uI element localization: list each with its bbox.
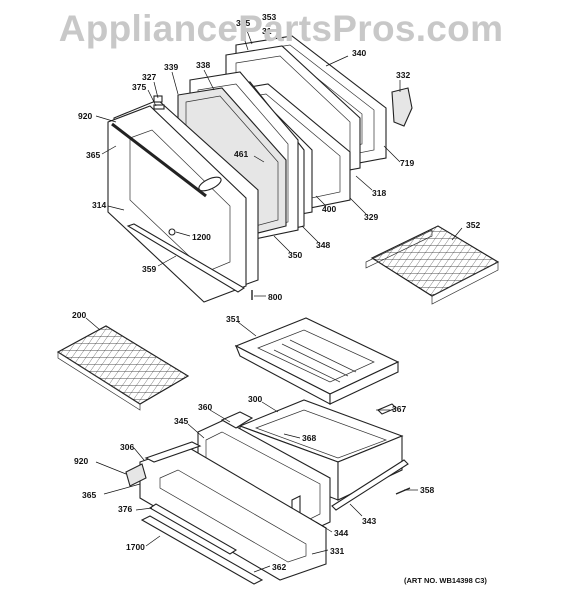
callout-350: 350 xyxy=(288,250,302,260)
callout-719: 719 xyxy=(400,158,414,168)
callout-200: 200 xyxy=(72,310,86,320)
oven-rack-200 xyxy=(56,325,190,411)
callout-348: 348 xyxy=(316,240,330,250)
callout-338: 338 xyxy=(196,60,210,70)
callout-318: 318 xyxy=(372,188,386,198)
callout-315: 315 xyxy=(236,18,250,28)
callout-314: 314 xyxy=(92,200,106,210)
callout-376: 376 xyxy=(118,504,132,514)
callout-331: 331 xyxy=(330,546,344,556)
callout-461: 461 xyxy=(234,149,248,159)
callout-labels: 315 353 31 340 332 339 338 327 375 920 3… xyxy=(72,12,487,585)
callout-306: 306 xyxy=(120,442,134,452)
callout-340: 340 xyxy=(352,48,366,58)
callout-365-drawer: 365 xyxy=(82,490,96,500)
callout-345: 345 xyxy=(174,416,188,426)
callout-1700: 1700 xyxy=(126,542,145,552)
oven-door-front-panel xyxy=(107,99,259,303)
callout-920-door: 920 xyxy=(78,111,92,121)
oven-rack-352 xyxy=(365,225,500,305)
callout-339: 339 xyxy=(164,62,178,72)
callout-400: 400 xyxy=(322,204,336,214)
art-number: (ART NO. WB14398 C3) xyxy=(404,576,487,585)
callout-367: 367 xyxy=(392,404,406,414)
callout-300: 300 xyxy=(248,394,262,404)
callout-329: 329 xyxy=(364,212,378,222)
leader-lines xyxy=(85,27,463,573)
door-small-parts xyxy=(126,87,413,300)
callout-332: 332 xyxy=(396,70,410,80)
callout-353: 353 xyxy=(262,12,276,22)
callout-344: 344 xyxy=(334,528,348,538)
callout-800: 800 xyxy=(268,292,282,302)
callout-920-drawer: 920 xyxy=(74,456,88,466)
drawer-front-331 xyxy=(125,441,327,581)
callout-359: 359 xyxy=(142,264,156,274)
callout-327: 327 xyxy=(142,72,156,82)
callout-362: 362 xyxy=(272,562,286,572)
callout-31: 31 xyxy=(262,26,272,36)
callout-351: 351 xyxy=(226,314,240,324)
callout-365-door: 365 xyxy=(86,150,100,160)
callout-343: 343 xyxy=(362,516,376,526)
callout-352: 352 xyxy=(466,220,480,230)
callout-360: 360 xyxy=(198,402,212,412)
broiler-pan-351 xyxy=(234,317,400,405)
callout-358: 358 xyxy=(420,485,434,495)
callout-1200: 1200 xyxy=(192,232,211,242)
drawer-trim-strips xyxy=(140,403,411,585)
callout-375: 375 xyxy=(132,82,146,92)
callout-368: 368 xyxy=(302,433,316,443)
